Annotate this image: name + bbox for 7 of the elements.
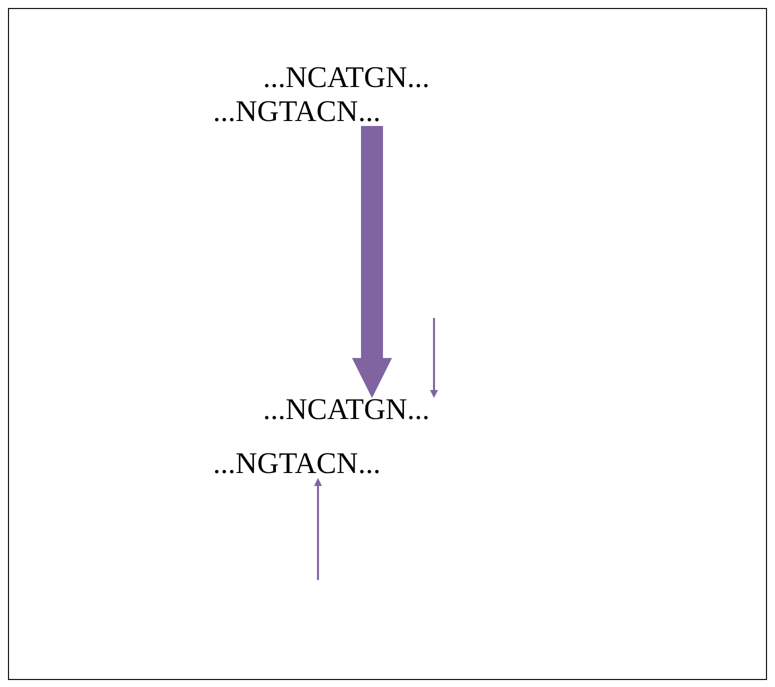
dna-sequence: ...NCATGN... xyxy=(263,393,430,426)
dna-sequence: ...NCATGN... xyxy=(263,61,430,94)
arrow xyxy=(430,318,438,398)
dna-sequence: ...NGTACN... xyxy=(213,95,381,128)
arrow xyxy=(352,126,392,398)
dna-sequence: ...NGTACN... xyxy=(213,447,381,480)
arrow xyxy=(314,478,322,580)
